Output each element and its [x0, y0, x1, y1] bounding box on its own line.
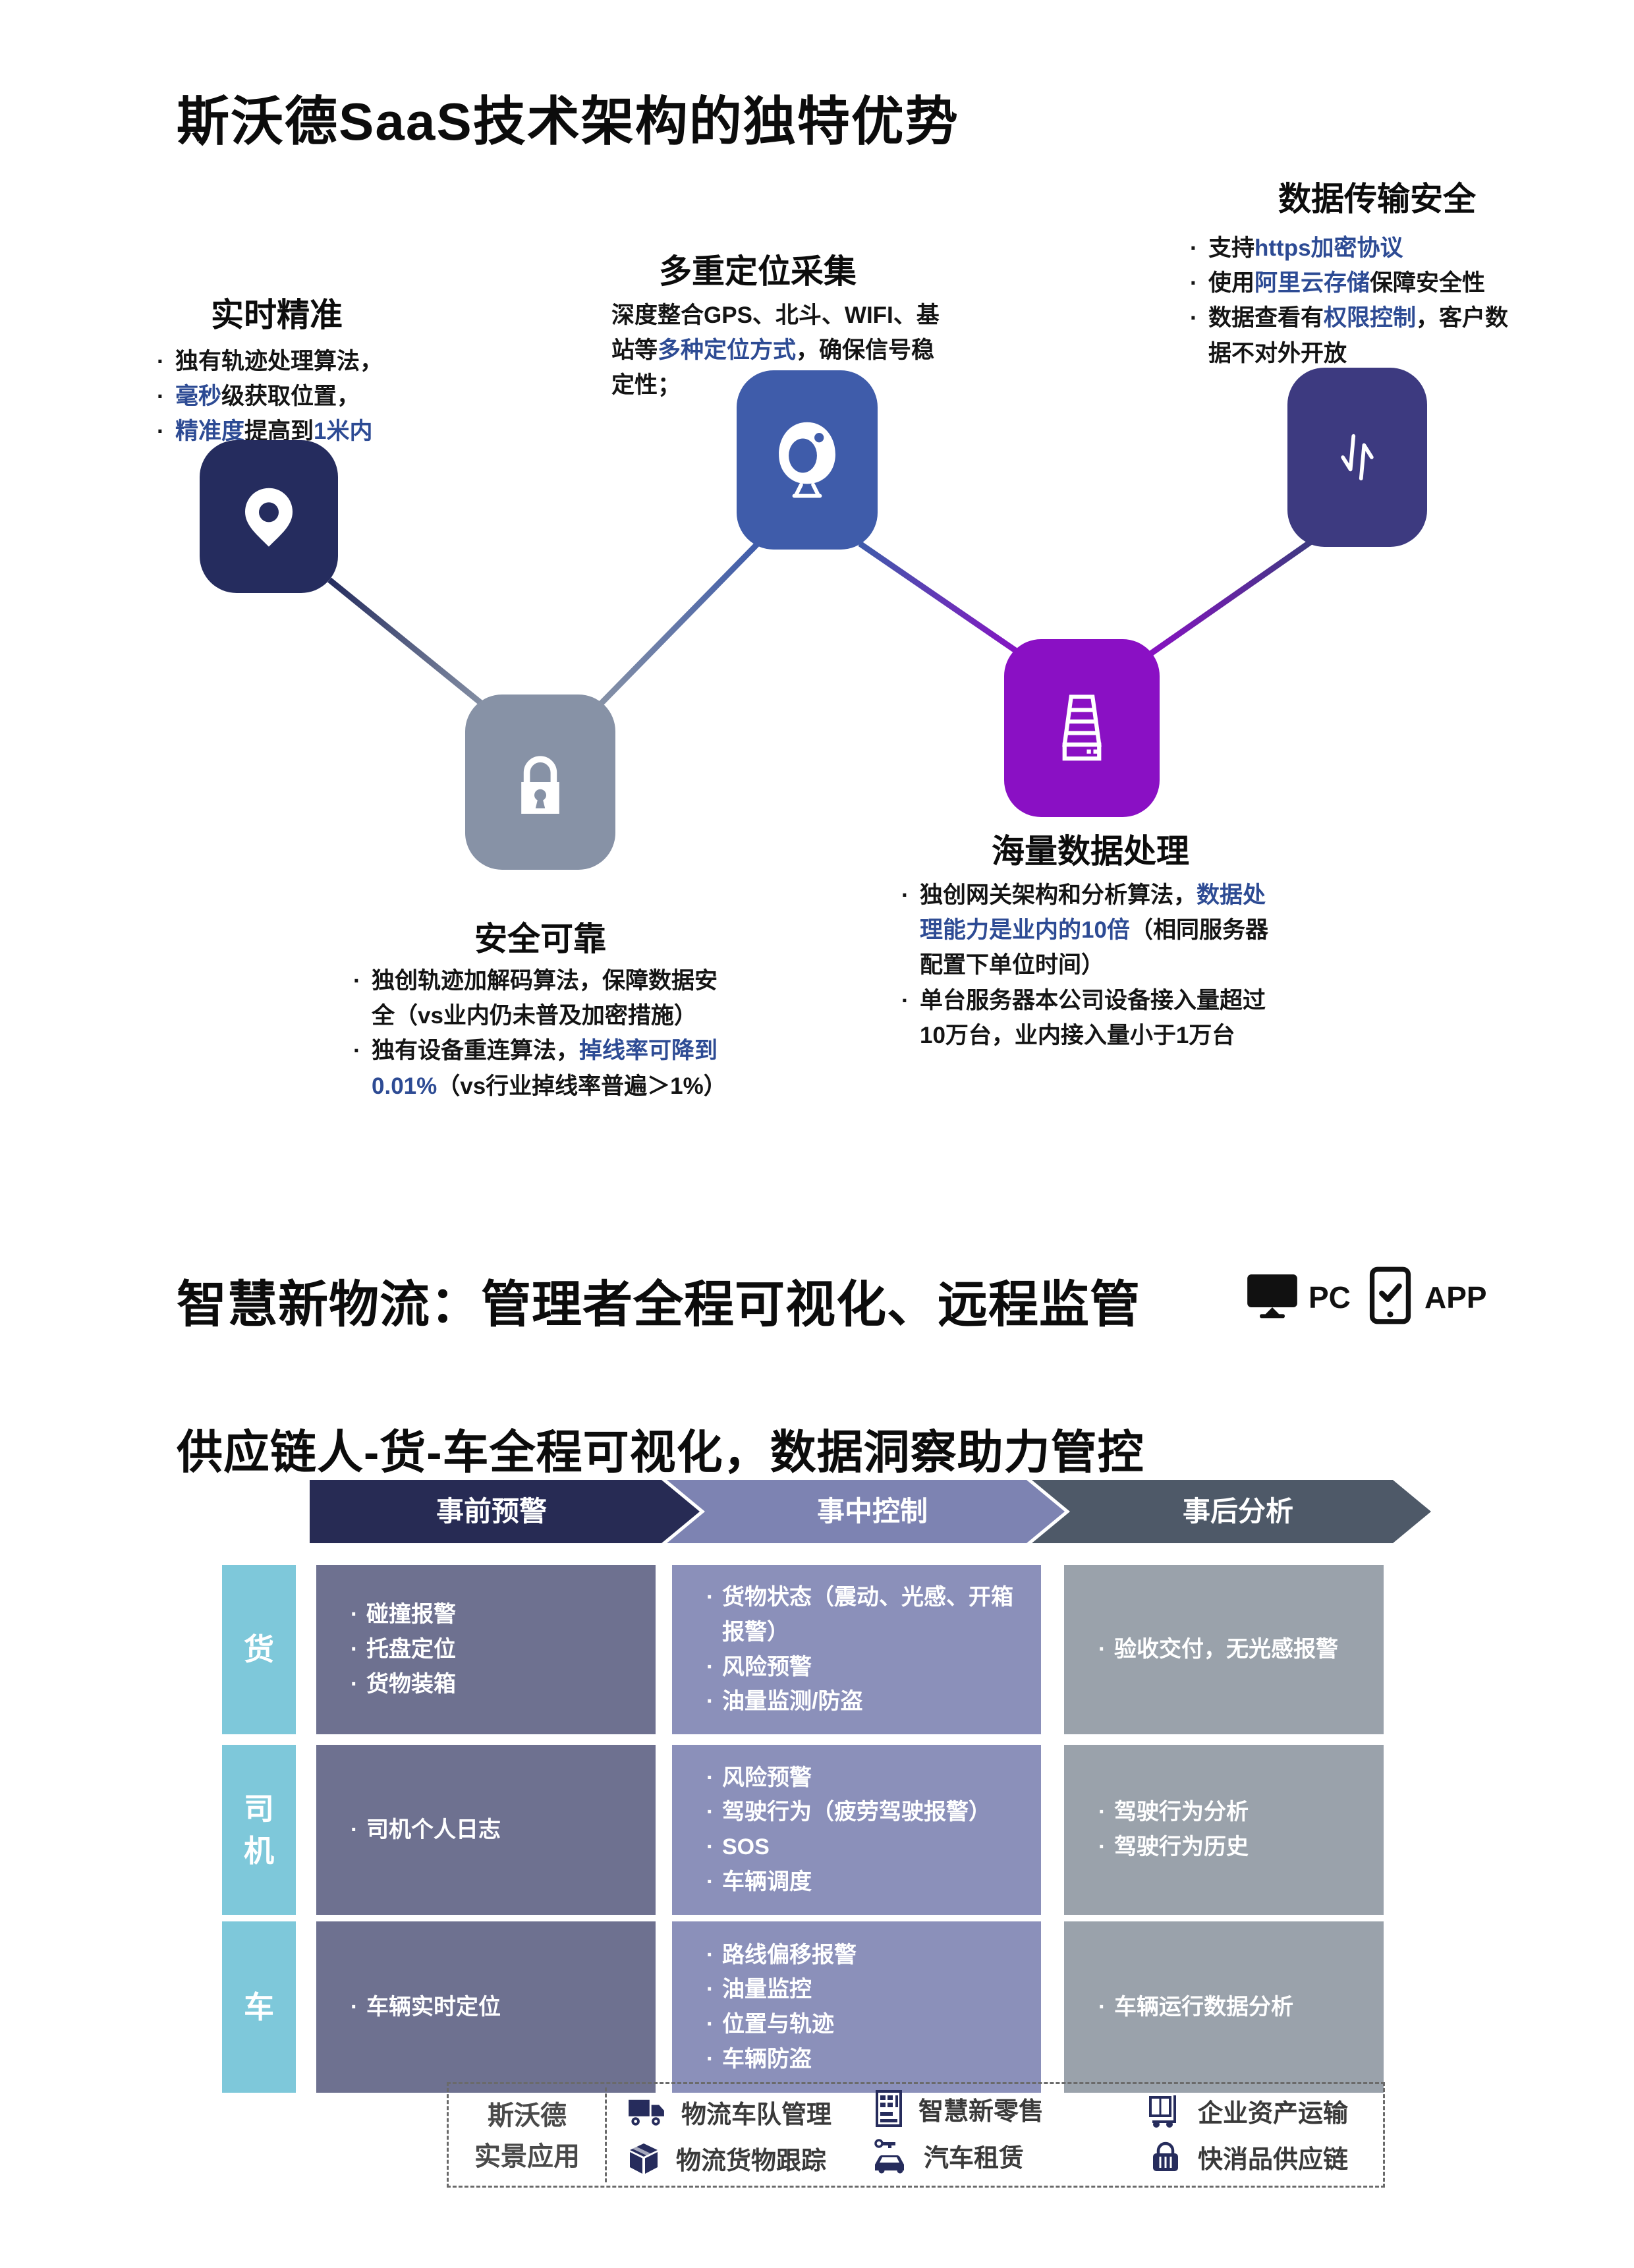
app-item-cargo-tracking: 物流货物跟踪 [627, 2140, 826, 2176]
row-label-driver: 司机 [222, 1745, 296, 1915]
applications-box [447, 2082, 1385, 2188]
package-icon [630, 2143, 658, 2174]
monitor-icon [1247, 1274, 1297, 1318]
cell-driver-pre: ·司机个人日志 [316, 1745, 656, 1915]
feature-title-realtime: 实时精准 [211, 297, 343, 333]
feature-title-data-security: 数据传输安全 [1278, 181, 1476, 217]
vending-machine-icon [876, 2090, 902, 2127]
applications-label: 斯沃德 实景应用 [456, 2095, 598, 2177]
pc-platform [1244, 1272, 1301, 1322]
applications-divider [605, 2087, 607, 2182]
feature-bullets-reliable: ·独创轨迹加解码算法，保障数据安全（vs业内仍未普及加密措施）·独有设备重连算法… [353, 968, 727, 1099]
cell-vehicle-post: ·车辆运行数据分析 [1064, 1921, 1384, 2093]
phone-icon [1369, 1266, 1411, 1324]
app-label: APP [1424, 1280, 1487, 1315]
cell-cargo-post: ·验收交付，无光感报警 [1064, 1565, 1384, 1734]
app-item-fleet: 物流车队管理 [627, 2094, 831, 2130]
location-pin-icon [245, 488, 293, 547]
feature-bullets-bigdata: ·独创网关架构和分析算法，数据处理能力是业内的10倍（相同服务器配置下单位时间）… [901, 882, 1268, 1048]
feature-title-positioning: 多重定位采集 [659, 253, 857, 290]
lock-icon [521, 756, 559, 814]
cell-driver-mid: ·风险预警·驾驶行为（疲劳驾驶报警）·SOS·车辆调度 [672, 1745, 1041, 1915]
feature-bullets-realtime: ·独有轨迹处理算法，·毫秒级获取位置，·精准度提高到1米内 [157, 349, 383, 445]
app-item-retail: 智慧新零售 [875, 2090, 1044, 2127]
pc-label: PC [1309, 1280, 1351, 1315]
cell-vehicle-pre: ·车辆实时定位 [316, 1921, 656, 2093]
feature-title-bigdata: 海量数据处理 [992, 833, 1189, 870]
page-title: 斯沃德SaaS技术架构的独特优势 [177, 92, 959, 151]
stage-in-process-control: 事中控制 [667, 1480, 1065, 1543]
cell-cargo-pre: ·碰撞报警·托盘定位·货物装箱 [316, 1565, 656, 1734]
cell-vehicle-mid: ·路线偏移报警·油量监控·位置与轨迹·车辆防盗 [672, 1921, 1041, 2093]
supply-bag-icon [1153, 2141, 1178, 2171]
server-icon [1062, 695, 1102, 761]
feature-title-reliable: 安全可靠 [474, 921, 606, 957]
stage-post-analysis: 事后分析 [1032, 1480, 1431, 1543]
data-transfer-arrows-icon [1341, 434, 1374, 481]
node-positioning [737, 370, 878, 550]
section2-title: 智慧新物流：管理者全程可视化、远程监管 [177, 1277, 1141, 1333]
app-item-fmcg: 快消品供应链 [1149, 2139, 1348, 2175]
feature-bullets-data-security: ·支持https加密协议·使用阿里云存储保障安全性·数据查看有权限控制，客户数据… [1190, 235, 1509, 366]
node-reliable [465, 695, 615, 870]
applications-label-line1: 斯沃德 [488, 2101, 567, 2130]
row-label-cargo: 货 [222, 1565, 296, 1734]
stage-pre-warning: 事前预警 [310, 1480, 700, 1543]
node-data-security [1287, 368, 1427, 547]
webcam-icon [779, 422, 835, 498]
app-item-car-rental: 汽车租赁 [871, 2138, 1024, 2174]
applications-label-line2: 实景应用 [474, 2142, 580, 2171]
cell-driver-post: ·驾驶行为分析·驾驶行为历史 [1064, 1745, 1384, 1915]
row-label-vehicle: 车 [222, 1921, 296, 2093]
node-bigdata [1004, 639, 1160, 817]
cell-cargo-mid: ·货物状态（震动、光感、开箱报警）·风险预警·油量监测/防盗 [672, 1565, 1041, 1734]
app-platform [1369, 1266, 1411, 1328]
feature-paragraph-positioning: 深度整合GPS、北斗、WIFI、基站等多种定位方式，确保信号稳定性； [611, 302, 940, 399]
handtruck-icon [1149, 2095, 1176, 2128]
app-item-asset-transport: 企业资产运输 [1148, 2093, 1348, 2129]
node-realtime [200, 440, 338, 593]
section2-subtitle: 供应链人-货-车全程可视化，数据洞察助力管控 [177, 1427, 1144, 1478]
truck-icon [629, 2099, 664, 2126]
car-rental-icon [874, 2138, 904, 2173]
